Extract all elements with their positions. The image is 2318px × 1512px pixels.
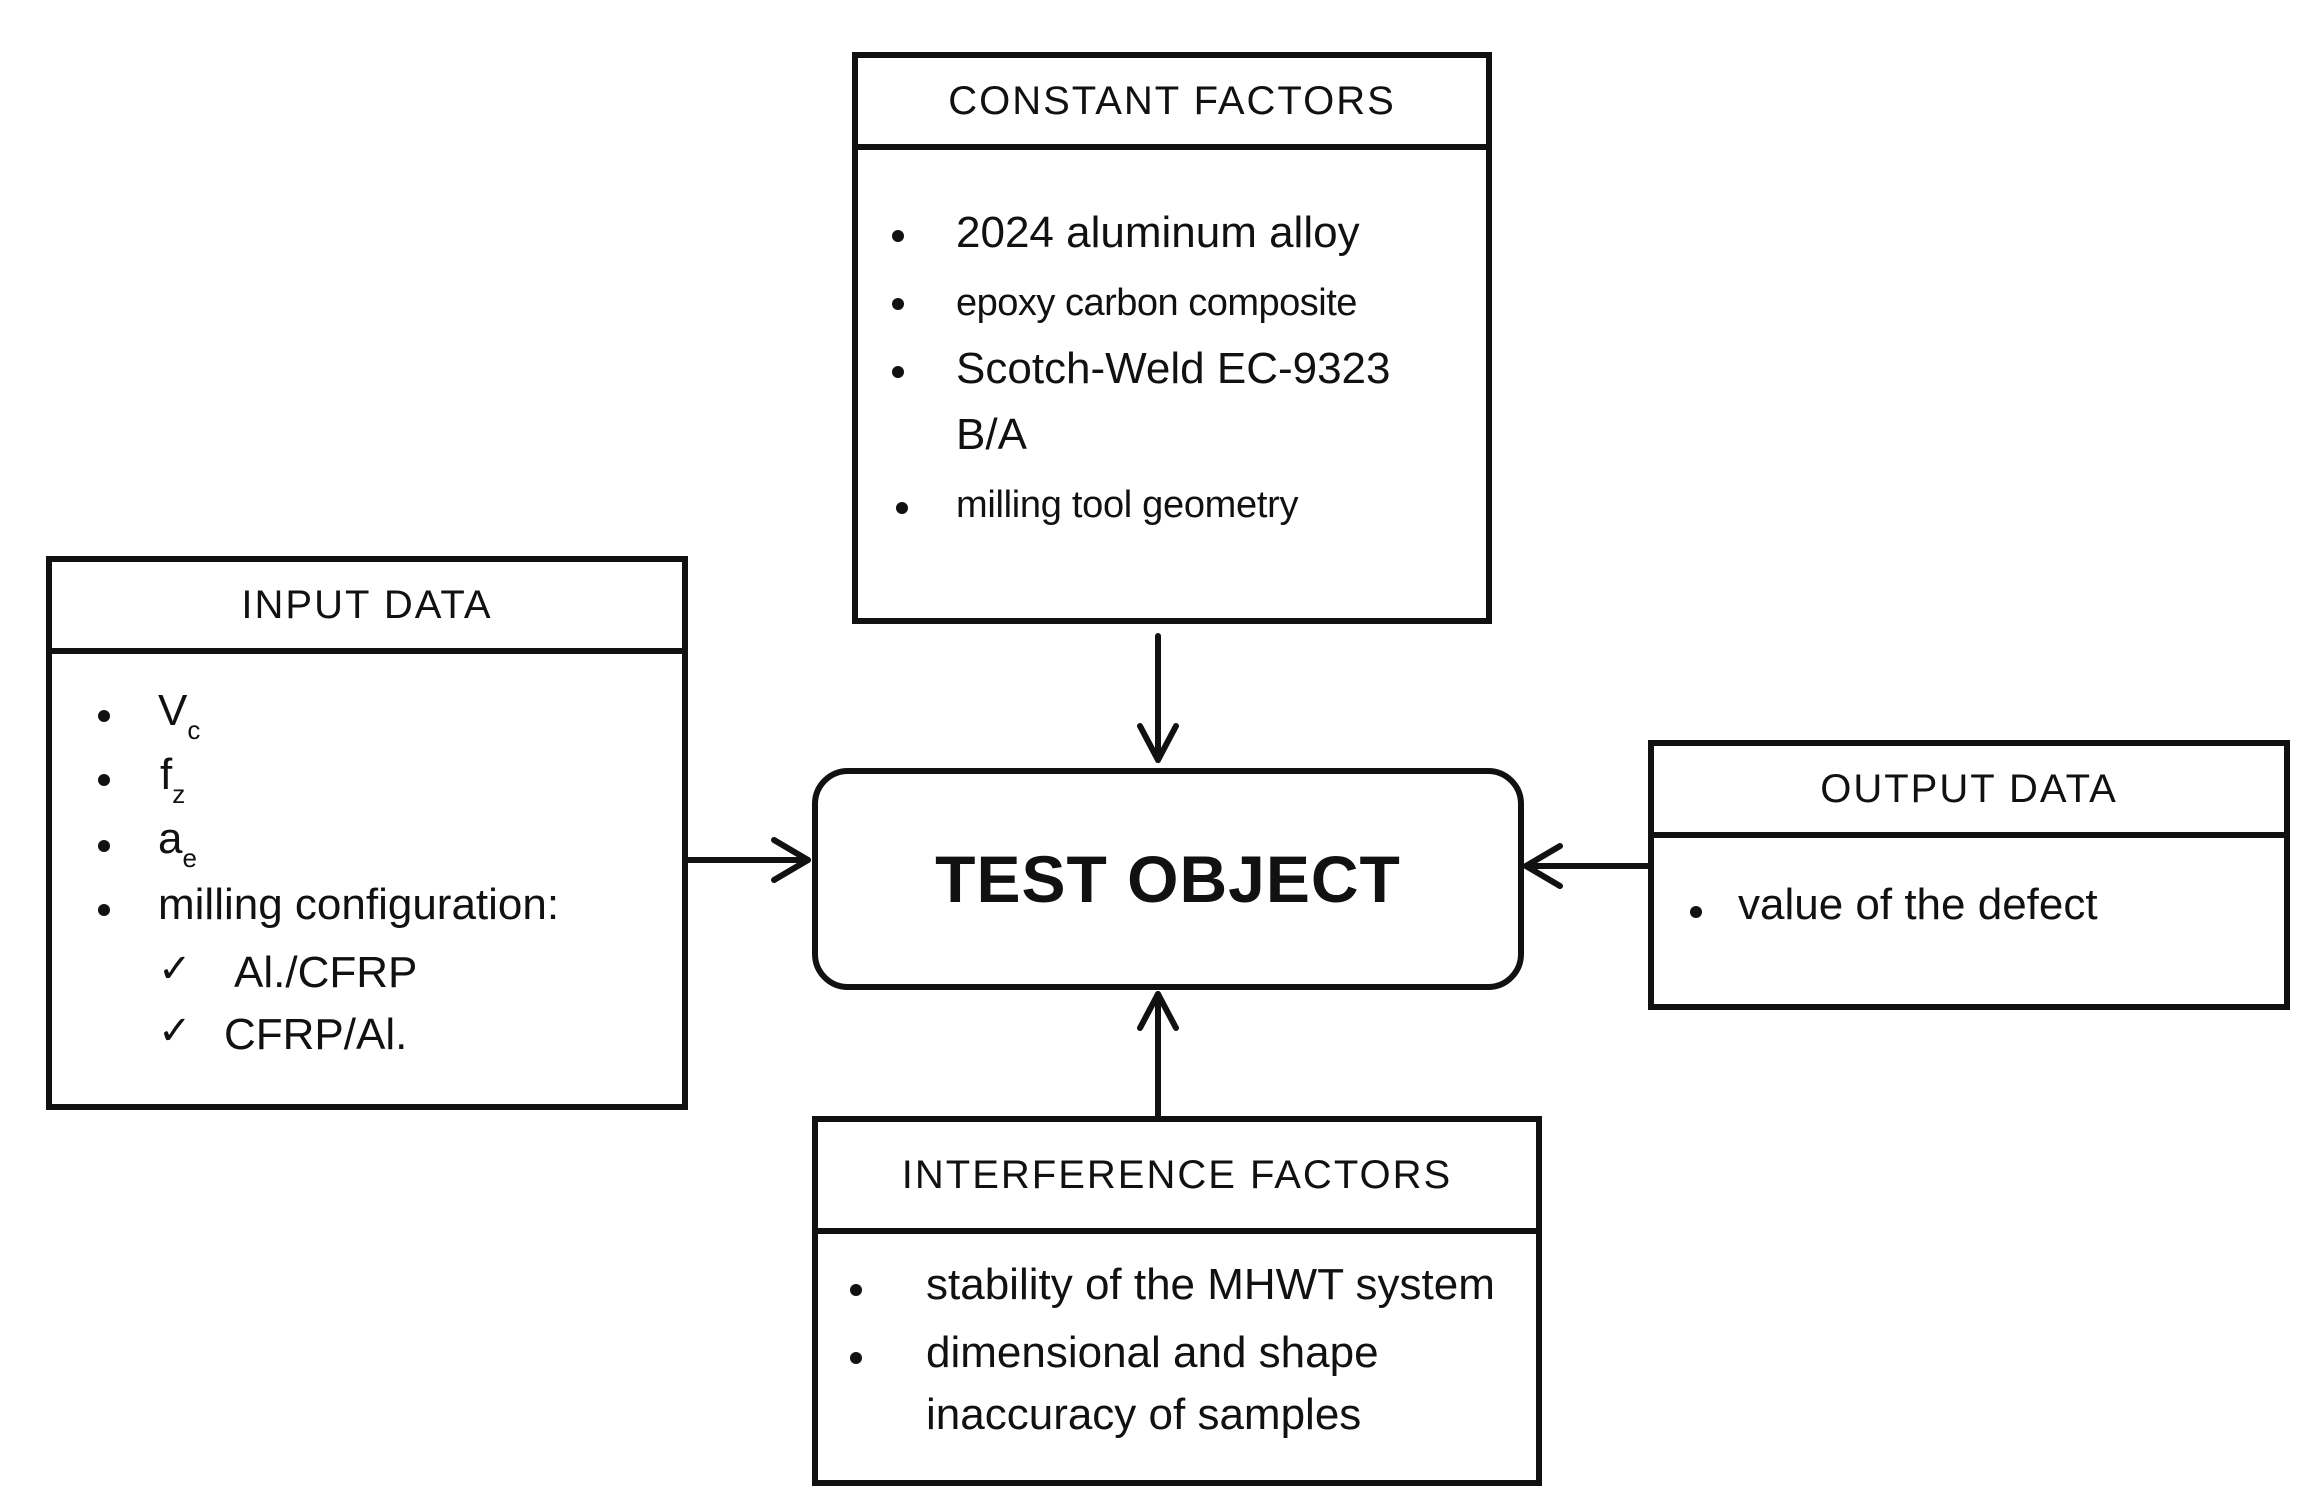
input-check-al-cfrp: Al./CFRP [234, 948, 418, 997]
input-check-cfrp-al: CFRP/Al. [224, 1010, 408, 1059]
output-data-title: OUTPUT DATA [1654, 746, 2284, 838]
interference-item-stability: stability of the MHWT system [926, 1260, 1495, 1309]
bullet-dot [892, 230, 904, 242]
bullet-dot [892, 366, 904, 378]
bullet-dot [98, 710, 110, 722]
interference-factors-box: INTERFERENCE FACTORS [812, 1116, 1542, 1486]
constant-item-aluminum: 2024 aluminum alloy [956, 208, 1360, 257]
input-item-ae-sub: e [182, 843, 197, 873]
input-item-fz-sub: z [172, 779, 186, 809]
bullet-dot [98, 774, 110, 786]
input-item-fz-main: f [160, 750, 173, 799]
input-item-ae-main: a [158, 814, 183, 863]
constant-item-epoxy: epoxy carbon composite [956, 282, 1357, 324]
interference-item-dimensional-cont: inaccuracy of samples [926, 1390, 1362, 1439]
arrowhead-constant [1137, 723, 1179, 763]
constant-item-scotch-weld: Scotch-Weld EC-9323 [956, 344, 1391, 393]
checkmark-icon: ✓ [158, 1008, 192, 1054]
constant-item-scotch-weld-cont: B/A [956, 410, 1027, 459]
bullet-dot [850, 1284, 862, 1296]
checkmark-icon: ✓ [158, 946, 192, 992]
input-data-box: INPUT DATA [46, 556, 688, 1110]
bullet-dot [896, 502, 908, 514]
bullet-dot [850, 1352, 862, 1364]
test-object-label: TEST OBJECT [935, 842, 1401, 916]
constant-factors-title: CONSTANT FACTORS [858, 58, 1486, 150]
constant-item-milling-tool: milling tool geometry [956, 484, 1299, 526]
bullet-dot [98, 904, 110, 916]
interference-item-dimensional: dimensional and shape [926, 1328, 1379, 1377]
bullet-dot [1690, 906, 1702, 918]
constant-factors-box: CONSTANT FACTORS [852, 52, 1492, 624]
input-data-title: INPUT DATA [52, 562, 682, 654]
test-object-box: TEST OBJECT [812, 768, 1524, 990]
arrowhead-input [771, 837, 811, 883]
input-item-vc: Vc [158, 686, 200, 745]
output-item-defect: value of the defect [1738, 880, 2098, 929]
interference-factors-title: INTERFERENCE FACTORS [818, 1122, 1536, 1234]
input-item-milling-config: milling configuration: [158, 880, 560, 929]
input-item-vc-sub: c [187, 715, 201, 745]
bullet-dot [98, 840, 110, 852]
input-item-ae: ae [158, 814, 197, 873]
arrowhead-output [1523, 843, 1563, 889]
arrowhead-interference [1137, 991, 1179, 1031]
bullet-dot [892, 298, 904, 310]
input-item-vc-main: V [158, 686, 188, 735]
input-item-fz: fz [160, 750, 185, 809]
output-data-box: OUTPUT DATA [1648, 740, 2290, 1010]
